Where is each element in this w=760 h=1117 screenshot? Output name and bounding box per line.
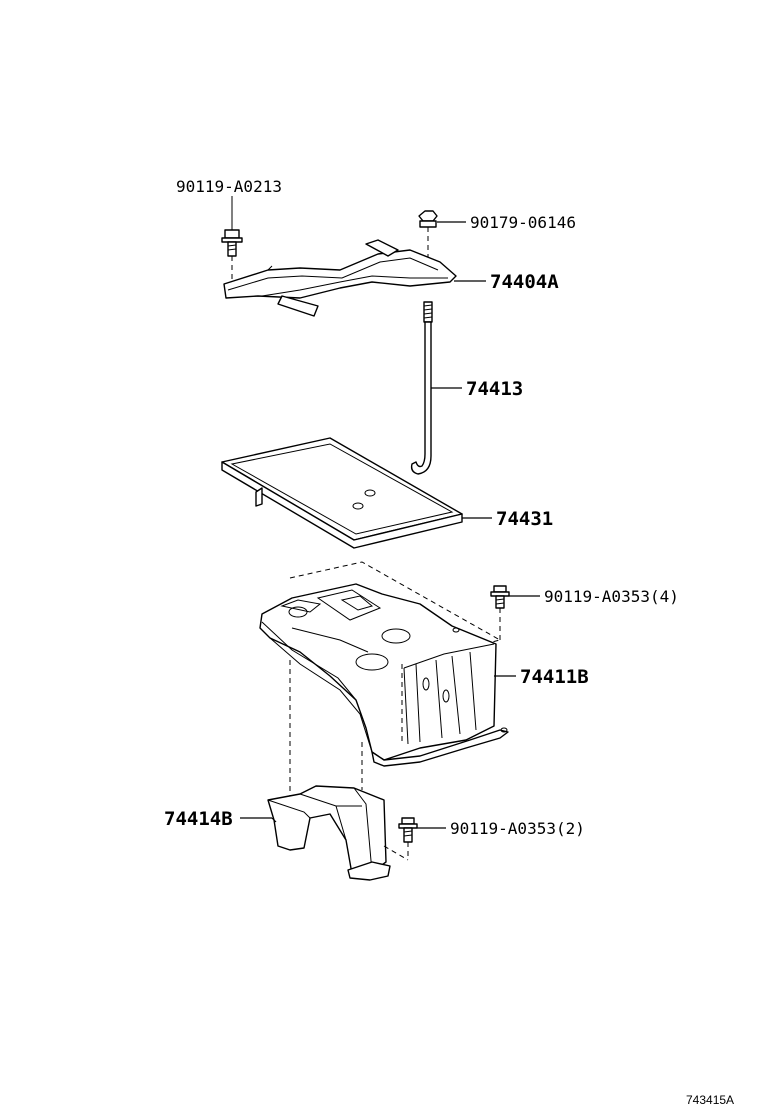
clamp-rod bbox=[410, 301, 462, 475]
bolt-bottom bbox=[383, 817, 446, 861]
carrier-bracket bbox=[240, 785, 391, 881]
label-bolt-right: 90119-A0353(4) bbox=[544, 587, 679, 606]
diagram-id: 743415A bbox=[686, 1093, 734, 1107]
bolt-right bbox=[490, 585, 540, 640]
battery-clamp bbox=[223, 239, 486, 317]
label-bolt-top: 90119-A0213 bbox=[176, 177, 282, 196]
nut-top bbox=[418, 210, 466, 270]
label-nut-top: 90179-06146 bbox=[470, 213, 576, 232]
bolt-top-left bbox=[221, 196, 243, 290]
label-carrier: 74411B bbox=[520, 666, 589, 688]
battery-tray bbox=[221, 437, 492, 549]
label-clamp: 74404A bbox=[490, 271, 559, 293]
battery-carrier bbox=[259, 561, 516, 767]
label-rod: 74413 bbox=[466, 378, 523, 400]
label-tray: 74431 bbox=[496, 508, 553, 530]
label-bracket: 74414B bbox=[164, 808, 233, 830]
label-bolt-bottom: 90119-A0353(2) bbox=[450, 819, 585, 838]
